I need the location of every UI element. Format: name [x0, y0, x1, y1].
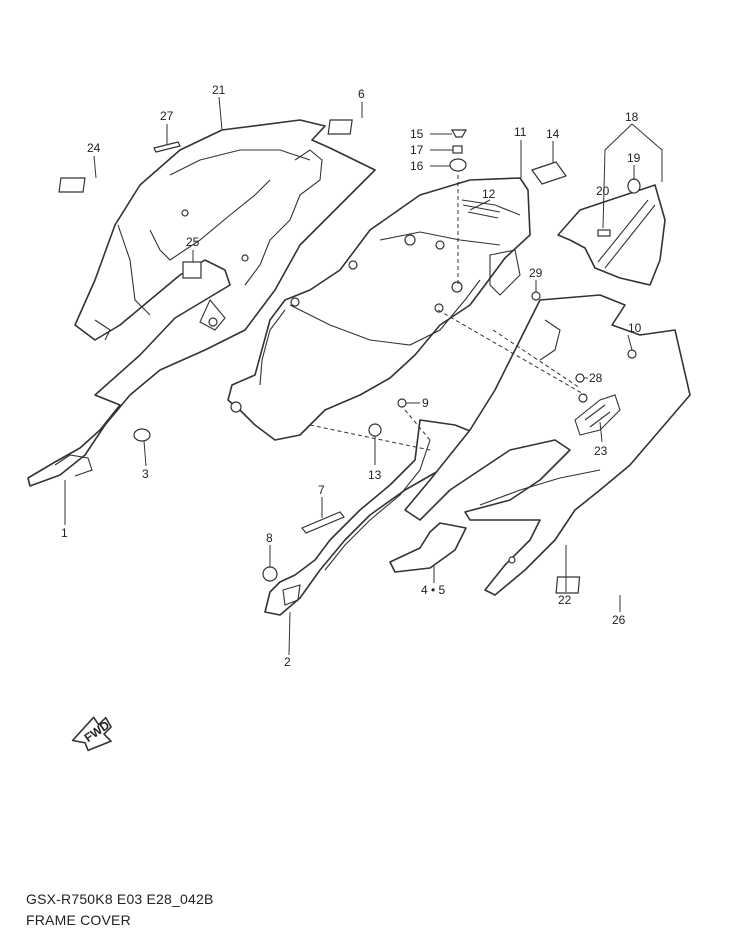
part-4-5-pad: [389, 522, 467, 573]
assembly-lines: [309, 175, 586, 451]
part-8-grommet: [262, 566, 278, 582]
callout-25: 25: [186, 235, 200, 249]
leader-lines: [64, 96, 663, 656]
part-25-sticker: [182, 261, 202, 279]
callout-19: 19: [627, 151, 641, 165]
part-9-screw: [397, 398, 407, 408]
part-6-sticker: [327, 119, 353, 135]
part-26-sticker: [555, 576, 581, 594]
part-29-screw: [531, 291, 541, 301]
callout-12: 12: [482, 187, 496, 201]
callout-14: 14: [546, 127, 560, 141]
callout-labels: 21 6 27 24 25 15 17 16 11 12 14 18 19 20…: [61, 83, 642, 669]
callout-26: 26: [612, 613, 626, 627]
part-27-strip: [153, 141, 181, 153]
callout-1: 1: [61, 526, 68, 540]
fwd-arrow-icon: FWD: [71, 716, 112, 752]
part-22-right-frame-cover: [404, 294, 691, 596]
part-17-collar: [452, 145, 463, 154]
part-16-grommet: [449, 158, 467, 172]
callout-13: 13: [368, 468, 382, 482]
callout-22: 22: [558, 593, 572, 607]
callout-4-5: 4 • 5: [421, 583, 446, 597]
callout-11: 11: [514, 125, 527, 139]
callout-9: 9: [422, 396, 429, 410]
callout-27: 27: [160, 109, 174, 123]
callout-7: 7: [318, 483, 325, 497]
part-10-screw: [627, 349, 637, 359]
callout-6: 6: [358, 87, 365, 101]
callout-10: 10: [628, 321, 642, 335]
diagram-title: FRAME COVER: [26, 912, 131, 928]
callout-2: 2: [284, 655, 291, 669]
part-20-bracket-plate: [557, 184, 666, 286]
callout-18: 18: [625, 110, 639, 124]
callout-24: 24: [87, 141, 101, 155]
callout-28: 28: [589, 371, 603, 385]
callout-16: 16: [410, 159, 424, 173]
part-15-bolt: [450, 129, 468, 138]
part-13-grommet: [368, 423, 382, 437]
part-14-sticker: [531, 161, 567, 185]
part-21-left-frame-cover: [27, 119, 376, 487]
part-19-grommet: [627, 178, 641, 194]
part-24-sticker: [58, 177, 86, 193]
callout-29: 29: [529, 266, 543, 280]
callout-8: 8: [266, 531, 273, 545]
part-7-strip: [301, 511, 345, 534]
part-2-lower-cover: [264, 419, 481, 616]
diagram-code: GSX-R750K8 E03 E28_042B: [26, 891, 214, 907]
callout-20: 20: [596, 184, 610, 198]
callout-21: 21: [212, 83, 226, 97]
callout-3: 3: [142, 467, 149, 481]
part-11-rear-cowl: [227, 177, 531, 441]
callout-15: 15: [410, 127, 424, 141]
part-28-screw: [575, 373, 585, 383]
callout-17: 17: [410, 143, 424, 157]
callout-23: 23: [594, 444, 608, 458]
part-3-screw: [133, 428, 151, 442]
